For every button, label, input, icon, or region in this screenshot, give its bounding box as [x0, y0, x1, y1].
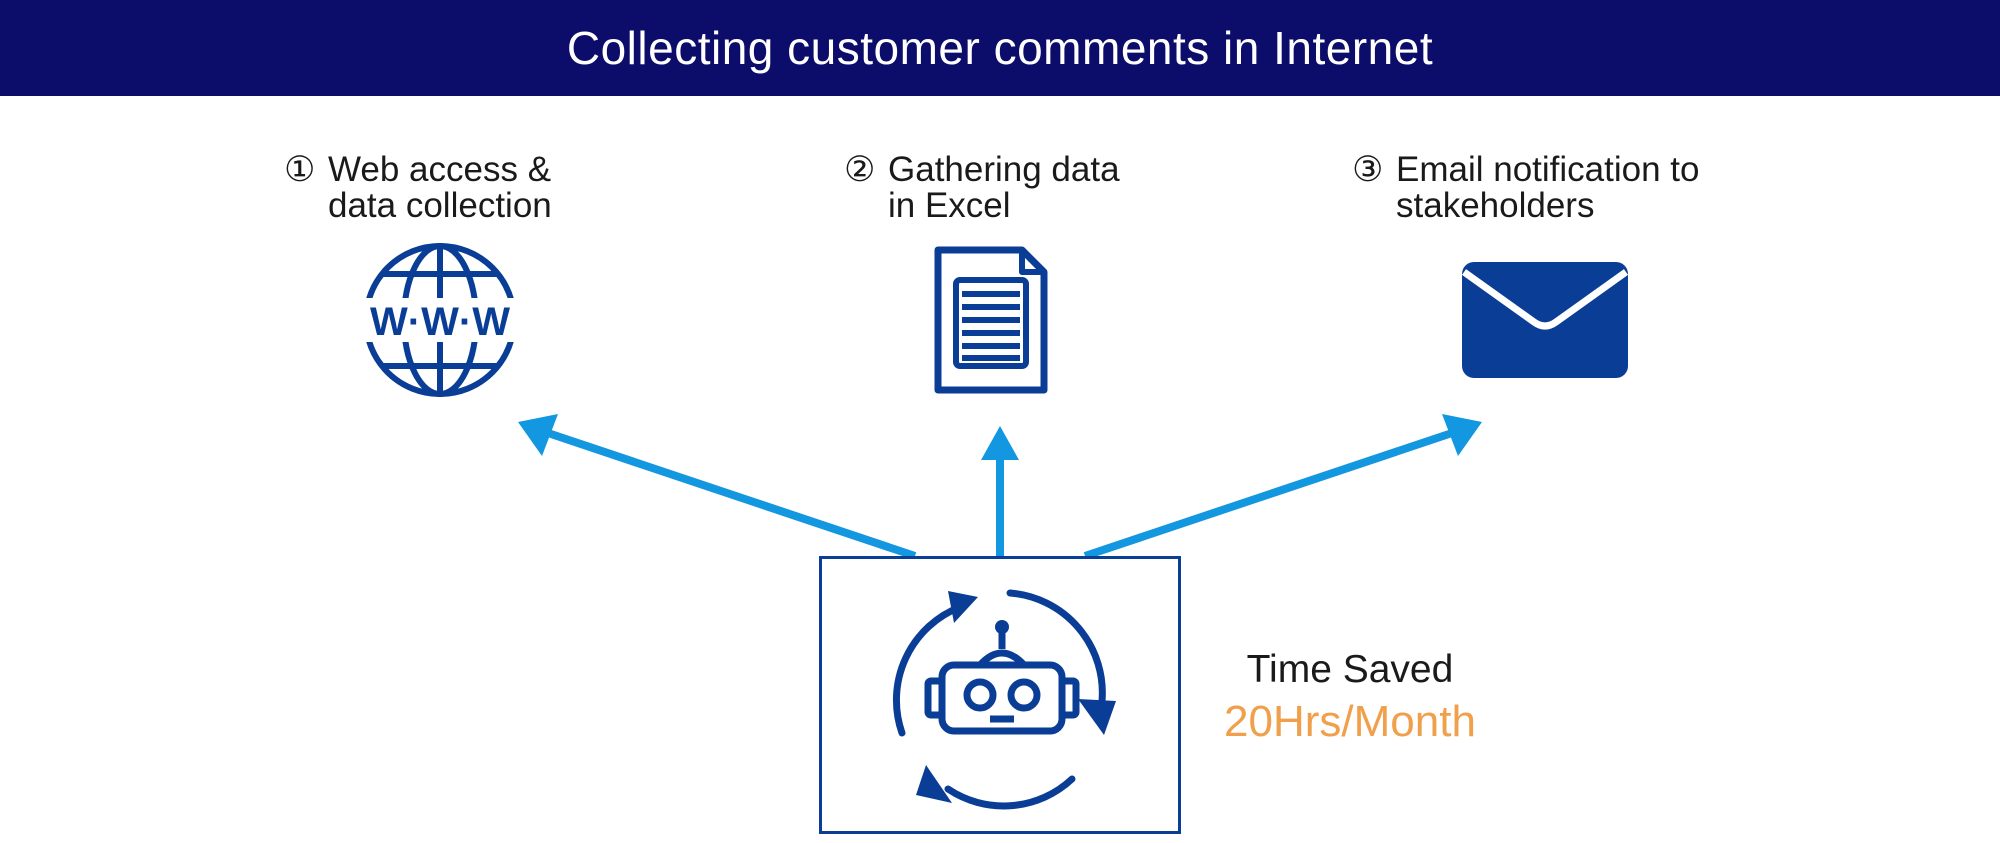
step-3-line1: Email notification to: [1396, 150, 1700, 189]
step-1-line1: Web access &: [328, 150, 552, 189]
arrowhead-step-1: [518, 414, 558, 456]
time-saved-value: 20Hrs/Month: [1224, 697, 1476, 746]
time-saved-label: Time Saved: [1246, 648, 1454, 691]
page-title: Collecting customer comments in Internet: [566, 22, 1434, 74]
arrowhead-step-3: [1442, 414, 1482, 456]
robot-box: [819, 556, 1181, 834]
envelope-icon: [1461, 262, 1629, 378]
arrowhead-step-2: [981, 426, 1019, 460]
step-2-label: ② Gathering data in Excel: [844, 152, 1120, 224]
step-3-number: ③: [1352, 150, 1384, 189]
arrow-to-step-1: [543, 428, 917, 560]
robot-cycle-icon: [892, 589, 1116, 810]
globe-www-icon: W·W·W: [362, 243, 518, 397]
step-3-label: ③ Email notification to stakeholders: [1352, 152, 1699, 224]
step-1-label: ① Web access & data collection: [284, 152, 552, 224]
title-banner: Collecting customer comments in Internet: [0, 0, 2000, 96]
document-icon: [934, 246, 1048, 394]
step-2-line2: in Excel: [888, 186, 1011, 225]
arrow-to-step-3: [1083, 428, 1457, 560]
step-2-line1: Gathering data: [888, 150, 1120, 189]
step-2-number: ②: [844, 150, 876, 189]
svg-text:W·W·W: W·W·W: [370, 300, 510, 344]
step-1-line2: data collection: [328, 186, 552, 225]
step-1-number: ①: [284, 150, 316, 189]
time-saved-block: Time Saved 20Hrs/Month: [1200, 644, 1500, 748]
step-3-line2: stakeholders: [1396, 186, 1595, 225]
